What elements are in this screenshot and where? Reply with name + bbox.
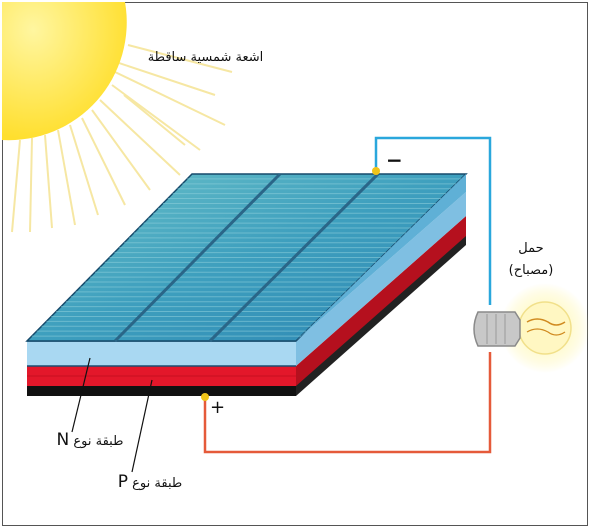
- busbar-2: [208, 172, 380, 343]
- p-type-layer: [27, 216, 466, 386]
- n-type-layer: [27, 192, 466, 366]
- negative-sign: −: [386, 148, 403, 172]
- busbar-1: [113, 172, 282, 343]
- incident-sunlight-label: اشعة شمسية ساقطة: [147, 50, 264, 65]
- n-layer-text: طبقة نوع: [73, 434, 124, 449]
- positive-sign: +: [210, 397, 226, 418]
- p-layer-letter: P: [117, 472, 129, 492]
- negative-wire: [374, 136, 492, 305]
- cell-top-surface: [25, 172, 468, 343]
- p-layer-label: طبقة نوع P: [80, 472, 220, 492]
- sun-rays: [11, 44, 233, 233]
- load-label: حمل (مصباح): [496, 238, 566, 282]
- base-layer: [27, 233, 466, 396]
- n-layer-label: طبقة نوع N: [20, 430, 160, 450]
- n-layer-pointer: [71, 357, 91, 433]
- diagram-frame: [2, 2, 588, 526]
- positive-terminal: [201, 393, 209, 401]
- p-layer-pointer: [131, 379, 153, 473]
- load-label-line2: (مصباح): [508, 263, 554, 278]
- bulb-icon: [473, 283, 590, 373]
- n-layer-letter: N: [56, 430, 70, 450]
- p-layer-text: طبقة نوع: [132, 476, 183, 491]
- negative-terminal: [372, 167, 380, 175]
- sun-icon: [2, 2, 127, 141]
- positive-wire: [203, 352, 492, 454]
- load-label-line1: حمل: [518, 241, 544, 256]
